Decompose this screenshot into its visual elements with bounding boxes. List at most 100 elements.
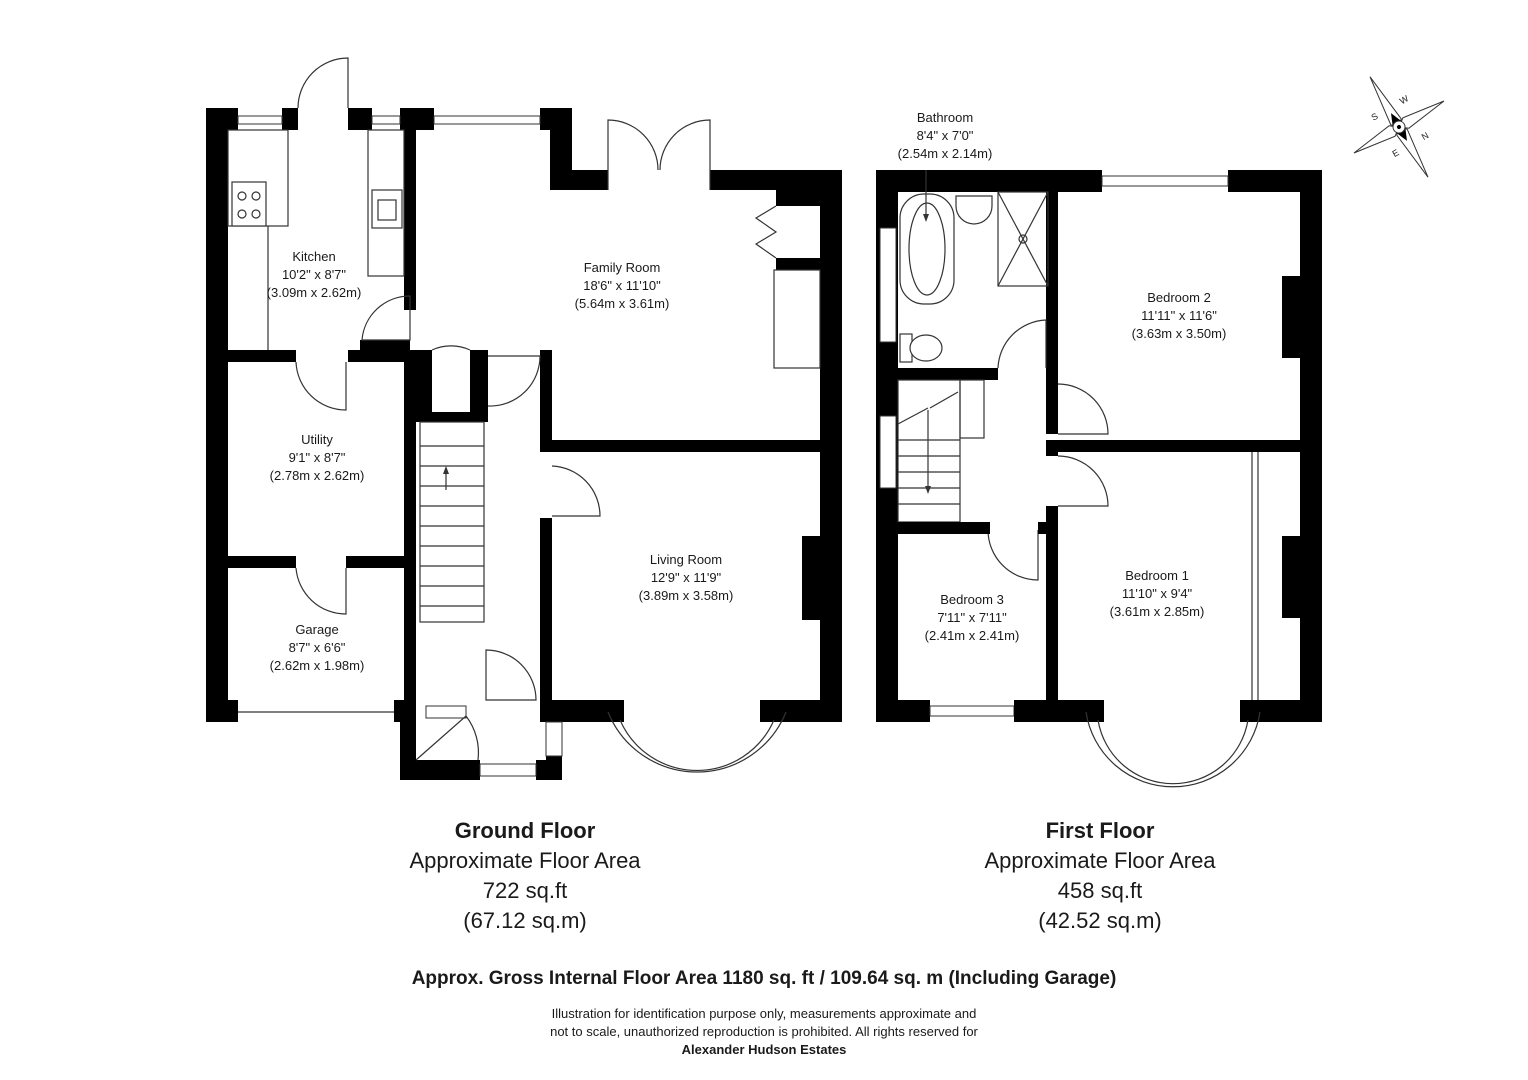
sink-icon bbox=[371, 189, 403, 229]
window bbox=[433, 115, 541, 125]
door bbox=[415, 715, 480, 761]
wall bbox=[1046, 440, 1302, 452]
shower-tray bbox=[997, 191, 1049, 287]
wall bbox=[1240, 700, 1322, 722]
room-dimensions-metric: (2.54m x 2.14m) bbox=[898, 146, 993, 161]
chimney-breast bbox=[1282, 276, 1302, 358]
basin-icon bbox=[955, 195, 993, 225]
disclaimer: Illustration for identification purpose … bbox=[0, 1005, 1528, 1059]
french-door bbox=[607, 119, 659, 190]
door bbox=[1057, 383, 1109, 435]
wall bbox=[348, 108, 372, 130]
room-dimensions: 7'11" x 7'11" bbox=[937, 610, 1007, 625]
counter bbox=[367, 129, 405, 277]
floor-title: First Floor bbox=[1045, 818, 1155, 843]
svg-text:(3.09m x 2.62m): (3.09m x 2.62m) bbox=[267, 285, 362, 300]
wall bbox=[206, 108, 238, 130]
svg-text:Bathroom: Bathroom bbox=[917, 110, 973, 125]
room-name: Family Room bbox=[584, 260, 661, 275]
svg-text:(3.89m x 3.58m): (3.89m x 3.58m) bbox=[639, 588, 734, 603]
wall bbox=[346, 556, 414, 568]
svg-text:8'7" x 6'6": 8'7" x 6'6" bbox=[289, 640, 346, 655]
room-name: Utility bbox=[301, 432, 333, 447]
ground-floor-plan bbox=[206, 57, 842, 780]
wall bbox=[776, 258, 822, 270]
chimney-breast bbox=[802, 536, 822, 620]
door bbox=[295, 361, 347, 411]
room-dimensions: 8'7" x 6'6" bbox=[289, 640, 346, 655]
compass-icon: S W E N bbox=[1353, 76, 1445, 178]
wall bbox=[400, 760, 480, 780]
room-dimensions-metric: (2.78m x 2.62m) bbox=[270, 468, 365, 483]
svg-text:18'6" x 11'10": 18'6" x 11'10" bbox=[583, 278, 661, 293]
floor-area-sqft: 722 sq.ft bbox=[482, 878, 568, 903]
svg-text:Bedroom 2: Bedroom 2 bbox=[1147, 290, 1211, 305]
svg-text:10'2" x 8'7": 10'2" x 8'7" bbox=[282, 267, 346, 282]
ground-floor-caption: Ground Floor Approximate Floor Area 722 … bbox=[325, 816, 725, 936]
wall bbox=[540, 440, 822, 452]
wall bbox=[1046, 380, 1058, 434]
wall bbox=[540, 350, 552, 446]
wall bbox=[540, 518, 552, 722]
wall bbox=[206, 350, 296, 362]
svg-text:(2.62m x 1.98m): (2.62m x 1.98m) bbox=[270, 658, 365, 673]
wall bbox=[876, 170, 1102, 192]
compass-letter: N bbox=[1420, 130, 1431, 142]
svg-text:Bedroom 1: Bedroom 1 bbox=[1125, 568, 1189, 583]
room-dimensions-metric: (2.62m x 1.98m) bbox=[270, 658, 365, 673]
svg-text:(2.54m x 2.14m): (2.54m x 2.14m) bbox=[898, 146, 993, 161]
room-dimensions-metric: (3.61m x 2.85m) bbox=[1110, 604, 1205, 619]
wall bbox=[710, 170, 842, 190]
wall bbox=[760, 700, 842, 722]
svg-text:Living Room: Living Room bbox=[650, 552, 722, 567]
floor-area-caption: Approximate Floor Area bbox=[984, 848, 1216, 873]
wall bbox=[414, 412, 488, 422]
wall bbox=[1038, 522, 1058, 534]
window bbox=[371, 115, 401, 125]
room-dimensions: 10'2" x 8'7" bbox=[282, 267, 346, 282]
room-name: Living Room bbox=[650, 552, 722, 567]
svg-text:(2.41m x 2.41m): (2.41m x 2.41m) bbox=[925, 628, 1020, 643]
kitchen-door bbox=[297, 57, 349, 109]
compass-letter: W bbox=[1398, 93, 1411, 106]
room-dimensions-metric: (5.64m x 3.61m) bbox=[575, 296, 670, 311]
window bbox=[1101, 175, 1229, 187]
room-dimensions: 11'10" x 9'4" bbox=[1122, 586, 1193, 601]
wall bbox=[776, 190, 822, 206]
gross-floor-area: Approx. Gross Internal Floor Area 1180 s… bbox=[411, 968, 1117, 989]
first-floor-caption: First Floor Approximate Floor Area 458 s… bbox=[900, 816, 1300, 936]
staircase bbox=[897, 379, 961, 523]
svg-text:9'1" x 8'7": 9'1" x 8'7" bbox=[289, 450, 346, 465]
room-name: Bedroom 2 bbox=[1147, 290, 1211, 305]
stair-treads bbox=[420, 445, 484, 607]
bay-window bbox=[607, 711, 787, 773]
svg-text:S: S bbox=[1370, 111, 1380, 123]
svg-text:(2.78m x 2.62m): (2.78m x 2.62m) bbox=[270, 468, 365, 483]
window bbox=[479, 763, 537, 777]
room-dimensions: 11'11" x 11'6" bbox=[1141, 308, 1217, 323]
bay-window bbox=[1097, 719, 1249, 785]
svg-text:Garage: Garage bbox=[295, 622, 338, 637]
room-dimensions: 18'6" x 11'10" bbox=[583, 278, 661, 293]
room-dimensions-metric: (2.41m x 2.41m) bbox=[925, 628, 1020, 643]
floor-area-sqft: 458 sq.ft bbox=[1057, 878, 1143, 903]
staircase bbox=[419, 421, 485, 623]
door bbox=[487, 355, 541, 407]
room-dimensions: 9'1" x 8'7" bbox=[289, 450, 346, 465]
svg-text:N: N bbox=[1420, 130, 1431, 142]
room-dimensions: 12'9" x 11'9" bbox=[651, 570, 722, 585]
room-labels: Kitchen 10'2" x 8'7" (3.09m x 2.62m) Fam… bbox=[267, 110, 1227, 673]
floor-area-caption: Approximate Floor Area bbox=[409, 848, 641, 873]
wall bbox=[414, 350, 432, 416]
window bbox=[879, 227, 897, 343]
wall bbox=[404, 130, 416, 310]
wall bbox=[898, 522, 990, 534]
door bbox=[1057, 455, 1109, 507]
door bbox=[431, 345, 471, 351]
wall bbox=[404, 350, 416, 722]
floor-area-sqm: (42.52 sq.m) bbox=[1038, 908, 1162, 933]
disclaimer-line: not to scale, unauthorized reproduction … bbox=[550, 1024, 978, 1039]
bath-icon bbox=[899, 193, 955, 305]
svg-text:Family Room: Family Room bbox=[584, 260, 661, 275]
wall bbox=[550, 170, 608, 190]
